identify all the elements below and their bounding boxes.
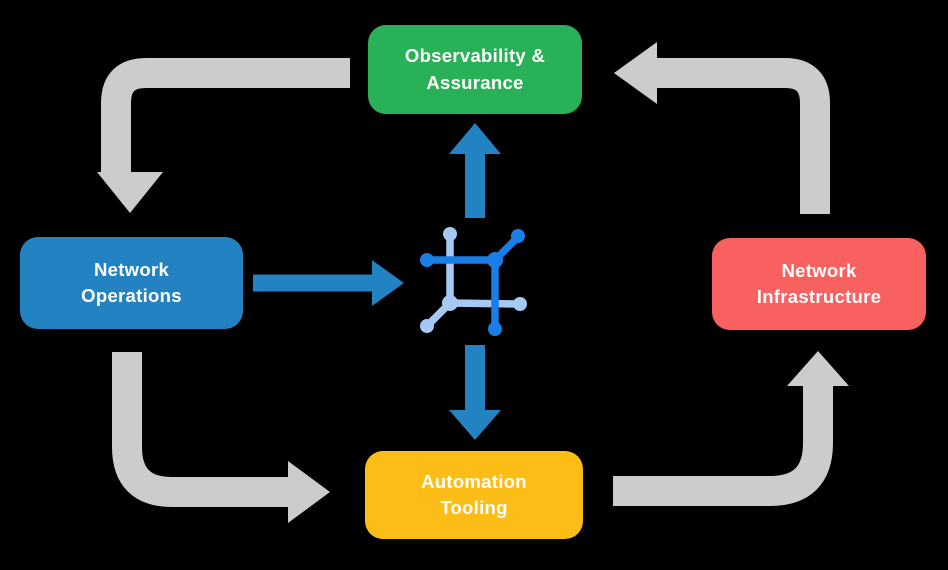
network-fabric-icon-primary-nodes (420, 229, 525, 336)
flow-arrowhead-up-icon (449, 123, 501, 154)
node-observability-assurance: Observability & Assurance (368, 25, 582, 114)
cycle-arrowhead-down-icon (97, 172, 163, 213)
cycle-arrowhead-up-icon (787, 351, 849, 386)
flow-arrowhead-right-icon (372, 260, 404, 306)
node-operations-label-line1: Network (93, 258, 170, 280)
node-operations-label-line2: Operations (81, 285, 182, 306)
node-observability-label-line2: Assurance (426, 71, 524, 93)
flow-arrowhead-down-icon (449, 410, 501, 440)
node-network-operations: Network Operations (20, 237, 243, 329)
node-automation-tooling: Automation Tooling (365, 451, 583, 539)
cycle-arrow-operations-to-automation (112, 352, 288, 507)
cycle-arrow-automation-to-infrastructure (613, 386, 833, 506)
network-fabric-icon-secondary-nodes (420, 227, 527, 333)
cycle-arrow-observability-to-operations (101, 58, 350, 172)
node-observability-label-line1: Observability & (404, 45, 546, 67)
cycle-arrowhead-left-icon (614, 42, 657, 104)
node-automation-label-line2: Tooling (440, 497, 508, 518)
node-infrastructure-label-line1: Network (781, 259, 857, 281)
node-automation-label-line1: Automation (421, 470, 527, 492)
node-infrastructure-label-line2: Infrastructure (756, 286, 882, 307)
cycle-arrow-infrastructure-to-observability (657, 58, 830, 214)
cycle-arrowhead-right-icon (288, 461, 330, 523)
node-network-infrastructure: Network Infrastructure (712, 238, 926, 330)
network-fabric-icon (420, 227, 527, 336)
